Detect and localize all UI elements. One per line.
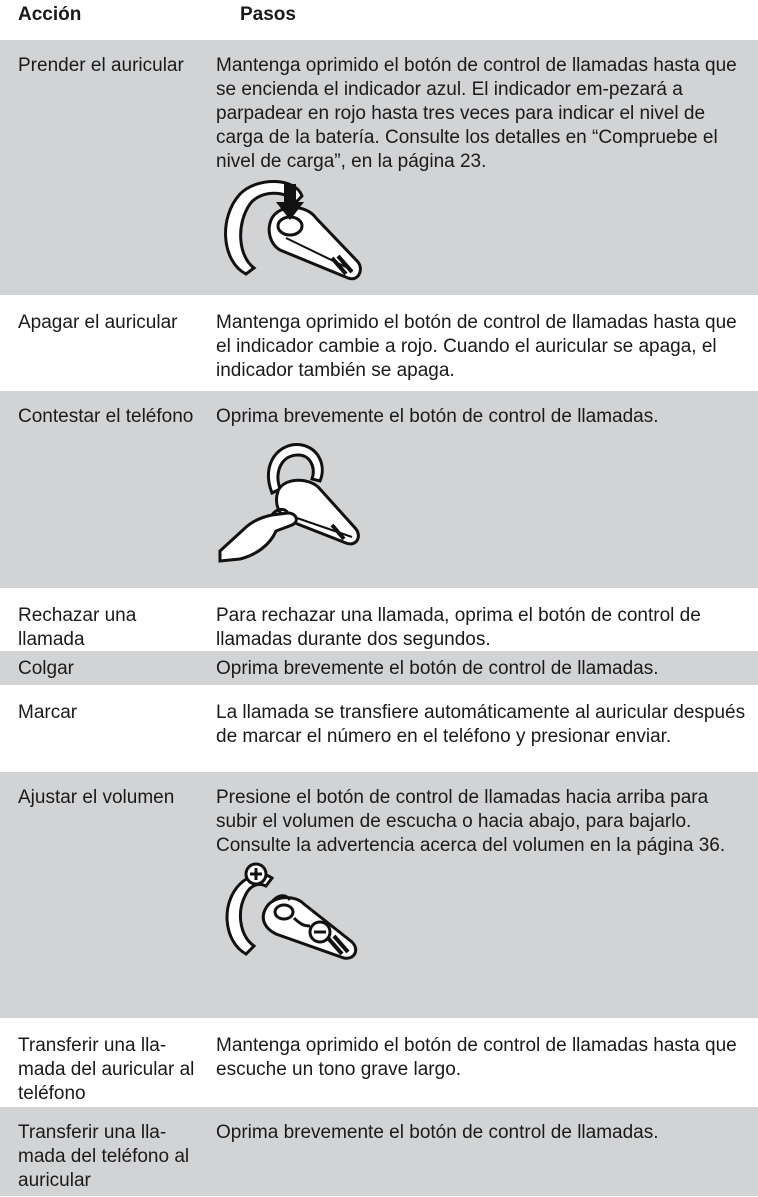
row-action: Colgar	[18, 658, 74, 679]
row-steps-cell: Mantenga oprimido el botón de control de…	[216, 40, 758, 295]
table-header: Acción Pasos	[0, 0, 758, 40]
row-steps: La llamada se transfiere automáticamente…	[216, 702, 746, 747]
header-action: Acción	[18, 4, 82, 25]
header-steps: Pasos	[240, 4, 296, 25]
row-steps: Presione el botón de control de llamadas…	[216, 787, 726, 856]
headset-power-on-icon	[224, 180, 362, 281]
row-steps-cell: Presione el botón de control de llamadas…	[216, 772, 758, 1018]
row-steps-cell: Oprima brevemente el botón de control de…	[216, 391, 758, 588]
row-steps: Oprima brevemente el botón de control de…	[216, 658, 659, 679]
table-row: Marcar La llamada se transfiere automáti…	[0, 687, 758, 772]
row-steps: Para rechazar una llamada, oprima el bot…	[216, 605, 701, 650]
row-action: Apagar el auricular	[18, 312, 178, 333]
row-action: Marcar	[18, 702, 78, 723]
table-row: Ajustar el volumen Presione el botón de …	[0, 772, 758, 1020]
table-row: Colgar Oprima brevemente el botón de con…	[0, 651, 758, 687]
table-row: Transferir una lla-mada del auricular al…	[0, 1020, 758, 1107]
row-steps: Oprima brevemente el botón de control de…	[216, 406, 659, 427]
table-row: Prender el auricular Mantenga oprimido e…	[0, 40, 758, 297]
row-steps: Mantenga oprimido el botón de control de…	[216, 312, 737, 381]
row-action: Transferir una lla-mada del auricular al…	[18, 1035, 195, 1104]
row-action: Transferir una lla-mada del teléfono al …	[18, 1122, 190, 1191]
table-row: Transferir una lla-mada del teléfono al …	[0, 1107, 758, 1196]
table-row: Contestar el teléfono Oprima brevemente …	[0, 391, 758, 590]
headset-volume-plus-minus-icon	[225, 862, 358, 960]
table-row: Rechazar una llamada Para rechazar una l…	[0, 590, 758, 651]
headset-answer-finger-icon	[218, 443, 360, 563]
row-steps: Oprima brevemente el botón de control de…	[216, 1122, 659, 1143]
row-steps: Mantenga oprimido el botón de control de…	[216, 1035, 737, 1080]
table-row: Apagar el auricular Mantenga oprimido el…	[0, 297, 758, 391]
row-action: Contestar el teléfono	[18, 406, 194, 427]
row-steps: Mantenga oprimido el botón de control de…	[216, 55, 737, 172]
row-action: Prender el auricular	[18, 55, 184, 76]
row-action: Rechazar una llamada	[18, 605, 137, 650]
row-action: Ajustar el volumen	[18, 787, 175, 808]
